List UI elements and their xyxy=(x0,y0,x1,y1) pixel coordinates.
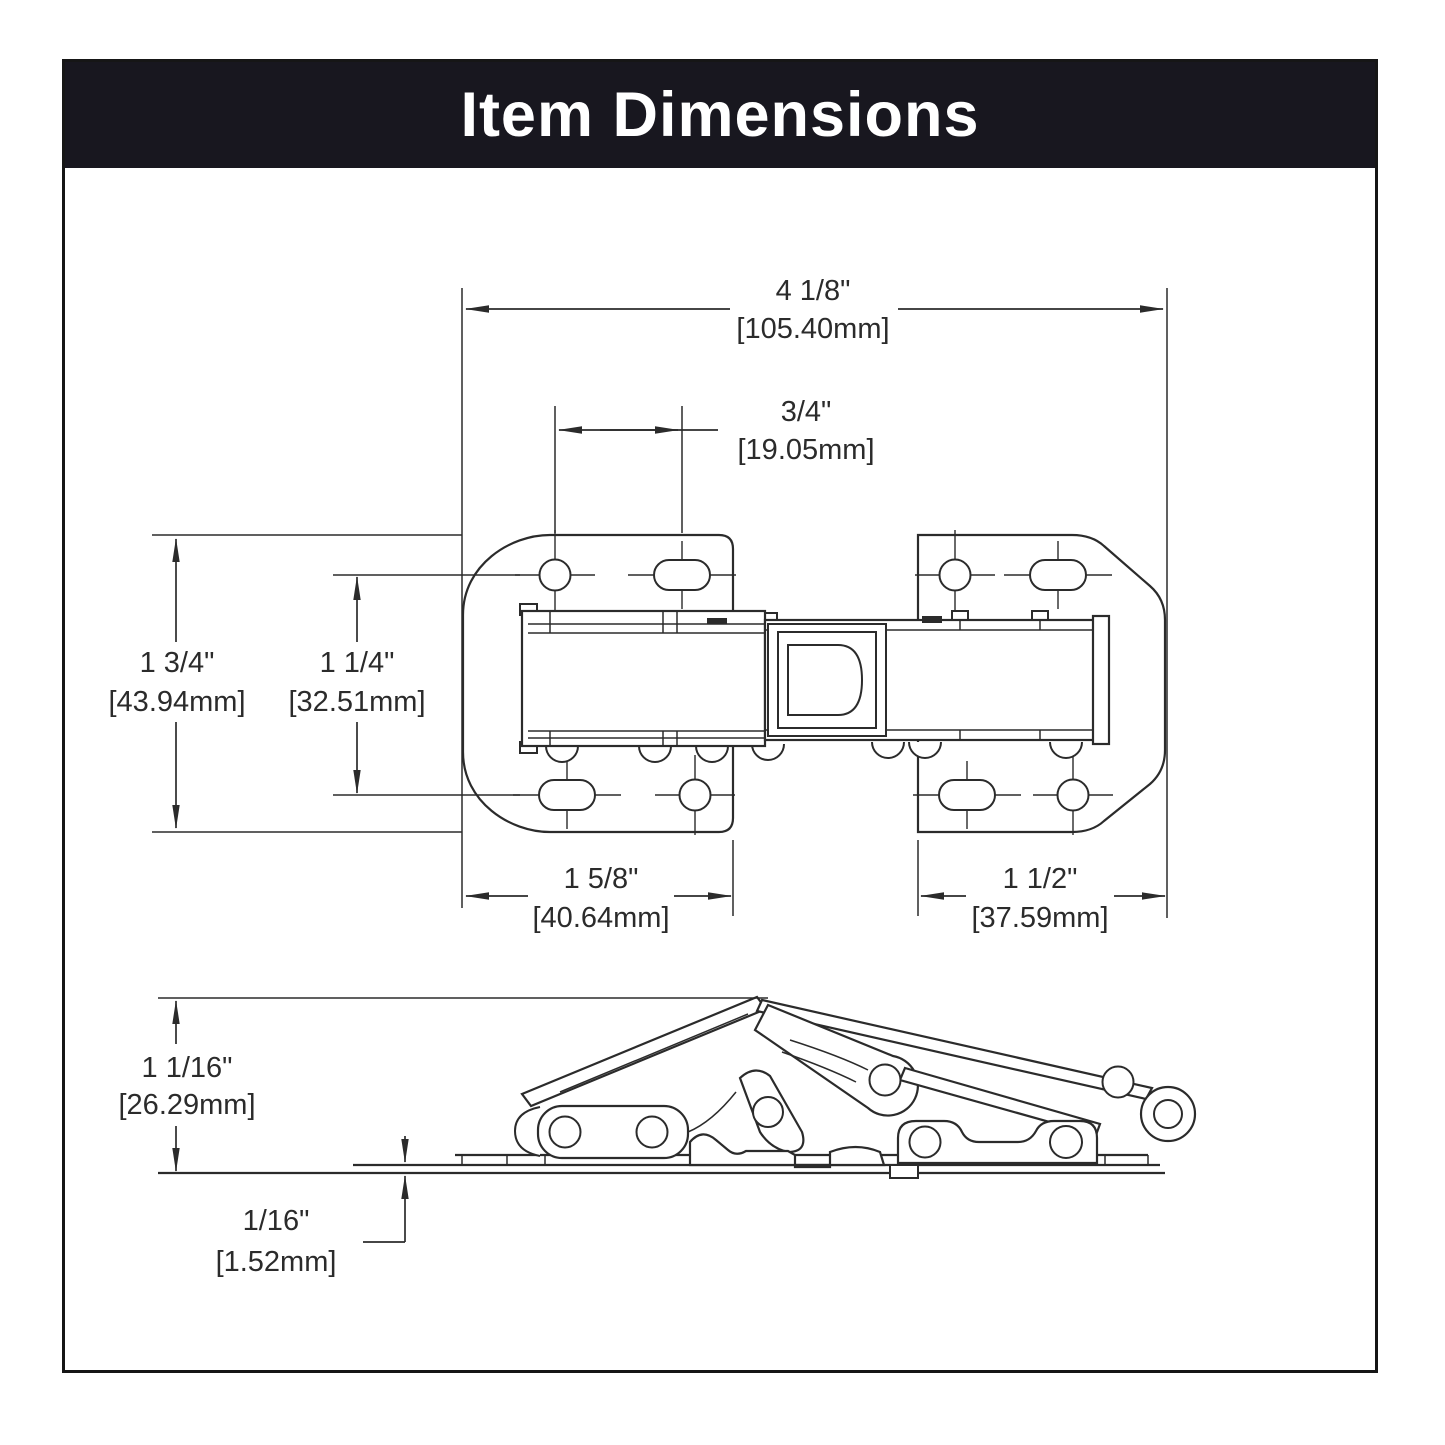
screw-hole xyxy=(938,558,972,592)
screw-hole xyxy=(538,558,572,592)
dim-overall-height: 1 3/4" [43.94mm] xyxy=(109,538,246,829)
dimension-annotations: 4 1/8" [105.40mm] 3/4" [19.05mm] 1 3/4" … xyxy=(109,275,1168,1278)
screw-slot xyxy=(938,779,996,811)
spring-piston xyxy=(787,644,864,716)
screw-hole xyxy=(678,778,712,812)
right-plate-holes xyxy=(913,530,1113,835)
pivot-pin xyxy=(868,1063,902,1097)
dim-label-mm: [40.64mm] xyxy=(533,902,670,934)
right-link xyxy=(896,1119,1099,1165)
screw-hole xyxy=(1056,778,1090,812)
dim-slot-offset: 3/4" [19.05mm] xyxy=(558,396,875,466)
extension-lines xyxy=(152,288,1168,999)
pivot-pin xyxy=(752,1096,784,1128)
hinge-arm xyxy=(519,603,1111,754)
page-title: Item Dimensions xyxy=(460,80,980,150)
dim-label: 1 5/8" xyxy=(564,863,639,895)
arm-feet xyxy=(545,741,1083,763)
pivot-pin xyxy=(1049,1125,1083,1159)
dim-hole-span: 1 1/4" [32.51mm] xyxy=(289,576,426,794)
dim-label-mm: [32.51mm] xyxy=(289,686,426,718)
dim-label: 1 1/16" xyxy=(142,1052,233,1084)
pivot-pin xyxy=(548,1115,582,1149)
pivot-pin xyxy=(635,1115,669,1149)
dim-folded-height: 1 1/16" [26.29mm] xyxy=(119,1000,256,1172)
hinge-top-view xyxy=(461,530,1167,835)
dim-label: 1 3/4" xyxy=(140,647,215,679)
dim-label-mm: [37.59mm] xyxy=(972,902,1109,934)
pivot-pin xyxy=(1153,1099,1183,1129)
dim-label-mm: [19.05mm] xyxy=(738,434,875,466)
latch-tab xyxy=(889,1164,919,1179)
dim-label-mm: [105.40mm] xyxy=(736,313,889,345)
dim-label-mm: [1.52mm] xyxy=(216,1246,337,1278)
left-plate-holes xyxy=(513,530,736,835)
screw-slot xyxy=(1029,559,1087,591)
dim-label-mm: [43.94mm] xyxy=(109,686,246,718)
dim-label: 3/4" xyxy=(781,396,832,428)
dim-right-plate-width: 1 1/2" [37.59mm] xyxy=(920,863,1166,934)
pivot-pin xyxy=(1101,1065,1135,1099)
title-bar: Item Dimensions xyxy=(65,62,1375,168)
dim-label: 1/16" xyxy=(243,1205,310,1237)
dim-label: 4 1/8" xyxy=(776,275,851,307)
dim-overall-width: 4 1/8" [105.40mm] xyxy=(465,275,1164,345)
latch-body xyxy=(688,1133,886,1169)
arm-left-section xyxy=(520,609,767,748)
screw-slot xyxy=(653,559,711,591)
dim-plate-thickness: 1/16" [1.52mm] xyxy=(216,1136,409,1278)
dim-left-plate-width: 1 5/8" [40.64mm] xyxy=(465,863,732,934)
door-plate xyxy=(520,995,768,1108)
hinge-side-view xyxy=(158,995,1197,1179)
dim-label: 1 1/2" xyxy=(1003,863,1078,895)
screw-slot xyxy=(538,779,596,811)
dim-label-mm: [26.29mm] xyxy=(119,1089,256,1121)
dim-label: 1 1/4" xyxy=(320,647,395,679)
pivot-pin xyxy=(908,1125,942,1159)
arm-end-cap xyxy=(1091,614,1111,746)
